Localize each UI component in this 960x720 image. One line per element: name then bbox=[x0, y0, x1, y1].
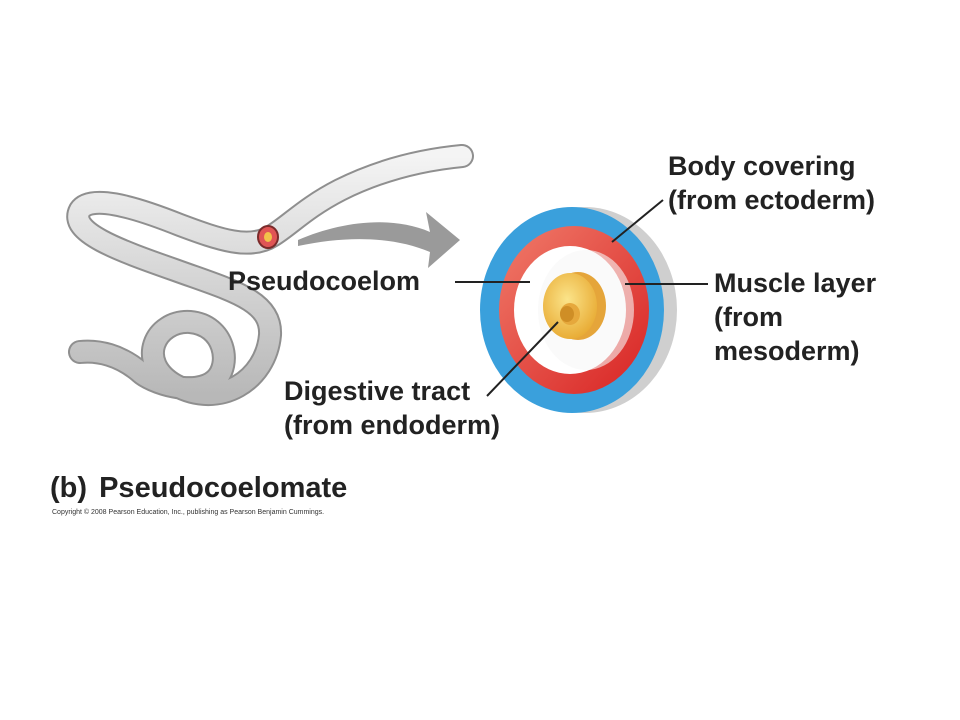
label-muscle-layer: Muscle layer (from mesoderm) bbox=[714, 266, 876, 368]
cross-section bbox=[480, 207, 677, 413]
label-pseudocoelom: Pseudocoelom bbox=[228, 266, 421, 296]
label-digestive-tract-line2: (from endoderm) bbox=[284, 410, 500, 440]
figure-caption: (b) Pseudocoelomate bbox=[50, 471, 347, 505]
label-muscle-layer-line3: mesoderm) bbox=[714, 336, 860, 366]
worm-illustration bbox=[66, 144, 474, 407]
copyright-notice: Copyright © 2008 Pearson Education, Inc.… bbox=[52, 509, 325, 516]
leader-body-covering bbox=[611, 199, 664, 243]
label-digestive-tract: Digestive tract (from endoderm) bbox=[284, 374, 500, 442]
label-digestive-tract-line1: Digestive tract bbox=[284, 376, 471, 406]
label-body-covering-line1: Body covering bbox=[668, 151, 856, 181]
caption-title: Pseudocoelomate bbox=[99, 472, 348, 504]
caption-letter: (b) bbox=[50, 472, 88, 504]
label-muscle-layer-line2: (from bbox=[714, 302, 783, 332]
label-body-covering-line2: (from ectoderm) bbox=[668, 185, 876, 215]
label-muscle-layer-line1: Muscle layer bbox=[714, 268, 877, 298]
zoom-arrow bbox=[298, 212, 460, 268]
label-body-covering: Body covering (from ectoderm) bbox=[668, 149, 875, 217]
leader-lines bbox=[455, 199, 708, 397]
leader-digestive-tract bbox=[486, 321, 559, 397]
